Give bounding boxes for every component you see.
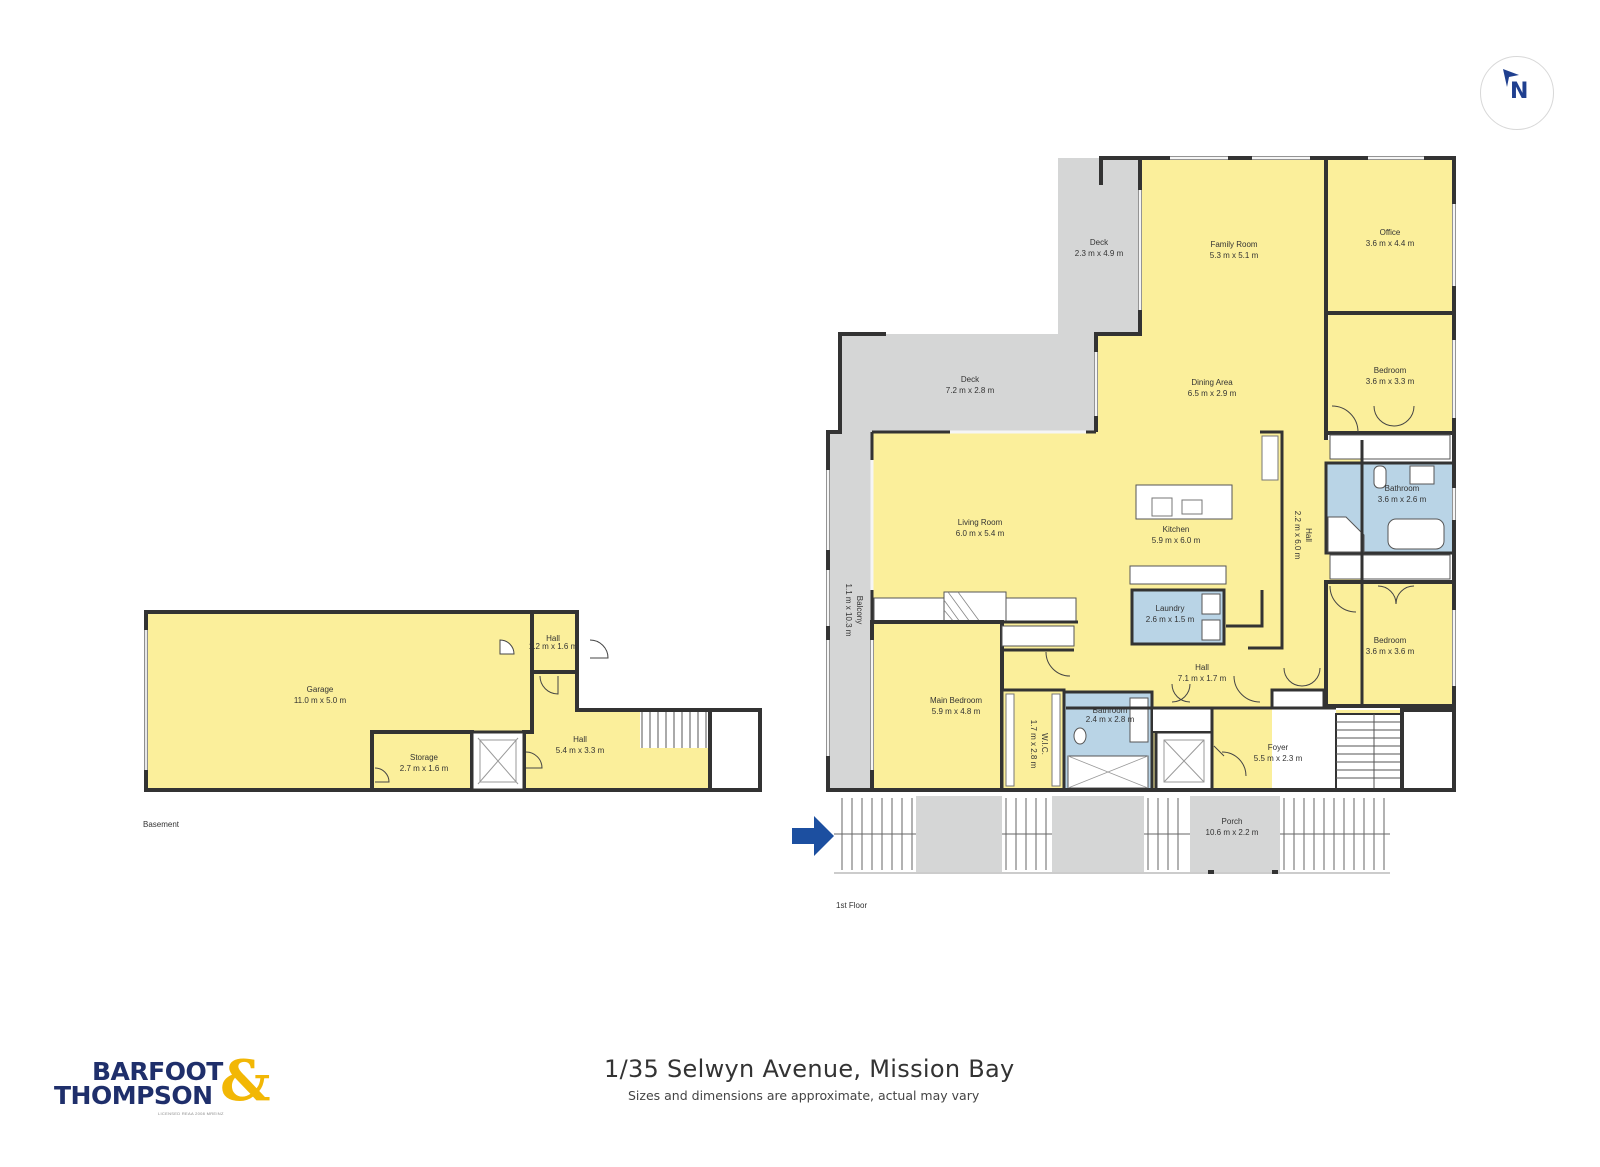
bedroom-1-dim: 3.6 m x 3.3 m <box>1366 377 1415 386</box>
first-floor-plan: Deck 2.3 m x 4.9 m Deck 7.2 m x 2.8 m Fa… <box>792 156 1456 910</box>
bedroom-1-name: Bedroom <box>1374 366 1407 375</box>
deck-top <box>1058 158 1140 334</box>
dining-area-name: Dining Area <box>1191 378 1233 387</box>
hall-lower-name: Hall <box>1195 663 1209 672</box>
brand-name-line2: THOMPSON <box>54 1081 213 1110</box>
foyer-dim: 5.5 m x 2.3 m <box>1254 754 1303 763</box>
balcony-name: Balcony <box>855 596 864 624</box>
basement-small-hall-dim: 1.2 m x 1.6 m <box>529 642 578 651</box>
bathroom-2-name: Bathroom <box>1093 706 1128 715</box>
hall-vertical-name: Hall <box>1304 528 1313 542</box>
north-arrow-icon <box>1503 69 1519 87</box>
deck-mid <box>840 334 1096 432</box>
disclaimer-subtitle: Sizes and dimensions are approximate, ac… <box>628 1088 980 1103</box>
bathroom-1-name: Bathroom <box>1385 484 1420 493</box>
brand-name-line1: BARFOOT <box>92 1057 223 1086</box>
basement-plan: Garage 11.0 m x 5.0 m Hall 1.2 m x 1.6 m… <box>143 610 762 829</box>
main-bedroom-dim: 5.9 m x 4.8 m <box>932 707 981 716</box>
main-bedroom-room <box>870 620 1004 792</box>
main-bedroom-name: Main Bedroom <box>930 696 982 705</box>
balcony <box>828 432 872 792</box>
bedroom-2-dim: 3.6 m x 3.6 m <box>1366 647 1415 656</box>
family-room-name: Family Room <box>1210 240 1257 249</box>
bathroom-1-dim: 3.6 m x 2.6 m <box>1378 495 1427 504</box>
porch-name: Porch <box>1222 817 1243 826</box>
office-dim: 3.6 m x 4.4 m <box>1366 239 1415 248</box>
dining-area-dim: 6.5 m x 2.9 m <box>1188 389 1237 398</box>
kitchen-dim: 5.9 m x 6.0 m <box>1152 536 1201 545</box>
office-name: Office <box>1380 228 1401 237</box>
bedroom-2-name: Bedroom <box>1374 636 1407 645</box>
family-room-dim: 5.3 m x 5.1 m <box>1210 251 1259 260</box>
laundry-name: Laundry <box>1156 604 1185 613</box>
living-room-name: Living Room <box>958 518 1003 527</box>
living-room-dim: 6.0 m x 5.4 m <box>956 529 1005 538</box>
bathroom-2-dim: 2.4 m x 2.8 m <box>1086 715 1135 724</box>
kitchen-name: Kitchen <box>1163 525 1190 534</box>
basement-small-hall-name: Hall <box>546 634 560 643</box>
bedroom-2-room <box>1324 580 1456 708</box>
hall-lower-dim: 7.1 m x 1.7 m <box>1178 674 1227 683</box>
compass-letter: N <box>1510 79 1529 104</box>
foyer-name: Foyer <box>1268 743 1289 752</box>
compass: N <box>1480 56 1554 130</box>
garage-dim: 11.0 m x 5.0 m <box>294 696 347 705</box>
wic-dim: 1.7 m x 2.8 m <box>1029 720 1038 769</box>
deck-mid-dim: 7.2 m x 2.8 m <box>946 386 995 395</box>
brand-licence: LICENSED REAA 2008 MREINZ <box>158 1111 224 1116</box>
entrance-arrow-icon <box>792 816 834 856</box>
wic-name: W.I.C. <box>1040 733 1049 755</box>
basement-hall-name: Hall <box>573 735 587 744</box>
deck-top-dim: 2.3 m x 4.9 m <box>1075 249 1124 258</box>
storage-name: Storage <box>410 753 439 762</box>
hall-vertical-dim: 2.2 m x 6.0 m <box>1293 511 1302 560</box>
first-floor-stairs <box>1335 713 1411 791</box>
brand-logo: BARFOOT THOMPSON & LICENSED REAA 2008 MR… <box>54 1053 284 1116</box>
deck-mid-name: Deck <box>961 375 980 384</box>
storage-dim: 2.7 m x 1.6 m <box>400 764 449 773</box>
porch-dim: 10.6 m x 2.2 m <box>1206 828 1259 837</box>
brand-ampersand: & <box>220 1048 271 1114</box>
basement-void <box>708 708 762 792</box>
garage-name: Garage <box>307 685 334 694</box>
basement-small-hall-room <box>530 610 579 674</box>
basement-hall-dim: 5.4 m x 3.3 m <box>556 746 605 755</box>
bedroom-1-room <box>1324 311 1456 435</box>
first-floor-label: 1st Floor <box>836 901 867 910</box>
floor-plan: Garage 11.0 m x 5.0 m Hall 1.2 m x 1.6 m… <box>143 156 1456 910</box>
balcony-dim: 1.1 m x 10.3 m <box>844 584 853 637</box>
basement-label: Basement <box>143 820 180 829</box>
deck-top-name: Deck <box>1090 238 1109 247</box>
laundry-dim: 2.6 m x 1.5 m <box>1146 615 1195 624</box>
property-address-title: 1/35 Selwyn Avenue, Mission Bay <box>604 1055 1015 1083</box>
